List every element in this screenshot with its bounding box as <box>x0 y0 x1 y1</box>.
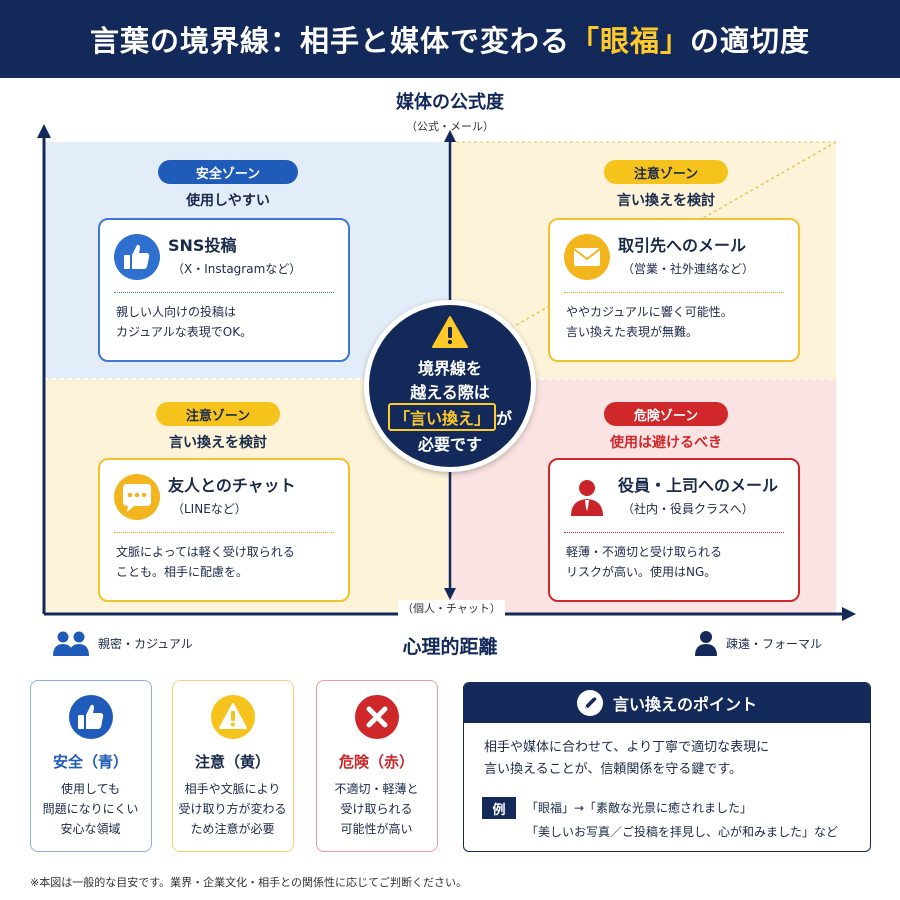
card-title: 友人とのチャット <box>168 476 296 495</box>
x-axis-arrow-icon <box>842 607 856 621</box>
card-divider <box>114 292 334 293</box>
card-divider <box>564 532 784 533</box>
zone-pill-safe: 安全ゾーン <box>158 160 298 184</box>
example-line-1: 「眼福」→「素敵な光景に癒されました」 <box>526 801 753 815</box>
people-icon <box>53 631 89 656</box>
pen-icon <box>576 690 603 716</box>
card-body: 文脈によっては軽く受け取られる ことも。相手に配慮を。 <box>116 545 295 579</box>
points-body: 相手や媒体に合わせて、より丁寧で適切な表現に 言い換えることが、信頼関係を守る鍵… <box>484 740 770 777</box>
card-subtitle: （LINEなど） <box>172 502 247 516</box>
card-divider <box>564 292 784 293</box>
card-executive-email: 役員・上司へのメール （社内・役員クラスへ） 軽薄・不適切と受け取られる リスク… <box>548 458 800 602</box>
zone-sub-safe: 使用しやすい <box>186 193 270 209</box>
card-sns-post: SNS投稿 （X・Instagramなど） 親しい人向けの投稿は カジュアルな表… <box>98 218 350 362</box>
rephrase-points-panel: 言い換えのポイント 相手や媒体に合わせて、より丁寧で適切な表現に 言い換えること… <box>463 682 871 852</box>
x-axis-right-label: 疎遠・フォーマル <box>694 630 822 656</box>
thumbs-up-icon <box>114 234 160 280</box>
card-title: 役員・上司へのメール <box>618 476 779 495</box>
chat-bubble-icon <box>114 474 160 520</box>
center-line-4: 必要です <box>417 435 482 454</box>
card-body: 親しい人向けの投稿は カジュアルな表現でOK。 <box>116 305 253 339</box>
zone-sub-caution-bottom: 言い換えを検討 <box>169 435 267 451</box>
card-subtitle: （社内・役員クラスへ） <box>622 502 754 516</box>
center-line-2: 越える際は <box>410 383 490 402</box>
legend-body: 不適切・軽薄と 受け取られる 可能性が高い <box>334 782 419 836</box>
center-line-1: 境界線を <box>417 359 482 378</box>
y-axis-title: 媒体の公式度 <box>396 92 504 113</box>
legend-caution: 注意（黄） 相手や文脈により 受け取り方が変わる ため注意が必要 <box>172 680 294 852</box>
legend-body: 相手や文脈により 受け取り方が変わる ため注意が必要 <box>178 782 287 836</box>
legend-title: 注意（黄） <box>194 753 270 771</box>
example-line-2: 「美しいお写真／ご投稿を拝見し、心が和みました」など <box>526 825 839 839</box>
zone-sub-danger: 使用は避けるべき <box>610 435 722 451</box>
legend-title: 危険（赤） <box>338 753 414 771</box>
warning-icon <box>432 316 468 348</box>
x-axis-left-label: 親密・カジュアル <box>52 630 193 656</box>
card-title: 取引先へのメール <box>618 236 747 255</box>
legend-body: 使用しても 問題になりにくい 安心な領域 <box>42 782 139 836</box>
card-subtitle: （X・Instagramなど） <box>172 262 302 276</box>
legend-safe: 安全（青） 使用しても 問題になりにくい 安心な領域 <box>30 680 152 852</box>
header-bar: 言葉の境界線：相手と媒体で変わる「眼福」の適切度 <box>0 0 900 78</box>
footnote: ※本図は一般的な目安です。業界・企業文化・相手との関係性に応じてご判断ください。 <box>30 876 468 889</box>
thumbs-up-icon <box>69 695 113 739</box>
zone-pill-caution-top: 注意ゾーン <box>604 160 728 184</box>
x-axis-title: 心理的距離 <box>402 636 498 658</box>
example-label: 例 <box>482 797 516 819</box>
legend-danger: 危険（赤） 不適切・軽薄と 受け取られる 可能性が高い <box>316 680 438 852</box>
page-title: 言葉の境界線：相手と媒体で変わる「眼福」の適切度 <box>89 24 811 58</box>
legend-title: 安全（青） <box>52 753 128 771</box>
warning-icon <box>211 695 255 739</box>
y-axis-bottom-label: （個人・チャット） <box>398 600 505 616</box>
card-client-email: 取引先へのメール （営業・社外連絡など） ややカジュアルに響く可能性。 言い換え… <box>548 218 800 362</box>
envelope-icon <box>564 234 610 280</box>
cross-icon <box>355 695 399 739</box>
person-icon <box>695 631 717 656</box>
card-title: SNS投稿 <box>168 236 237 255</box>
card-subtitle: （営業・社外連絡など） <box>622 262 755 276</box>
zone-sub-caution-top: 言い換えを検討 <box>617 193 715 209</box>
card-divider <box>114 532 334 533</box>
zone-pill-danger: 危険ゾーン <box>604 402 728 426</box>
y-axis-top-label: （公式・メール） <box>406 120 494 133</box>
card-body: 軽薄・不適切と受け取られる リスクが高い。使用はNG。 <box>566 545 723 579</box>
points-header: 言い換えのポイント <box>464 683 870 723</box>
center-message: 境界線を 越える際は 「言い換え」が 必要です <box>364 300 536 472</box>
card-friend-chat: 友人とのチャット （LINEなど） 文脈によっては軽く受け取られる ことも。相手… <box>98 458 350 602</box>
card-body: ややカジュアルに響く可能性。 言い換えた表現が無難。 <box>566 305 733 339</box>
person-icon <box>564 474 610 520</box>
zone-pill-caution-bottom: 注意ゾーン <box>156 402 280 426</box>
center-line-3: 「言い換え」が <box>369 403 531 431</box>
